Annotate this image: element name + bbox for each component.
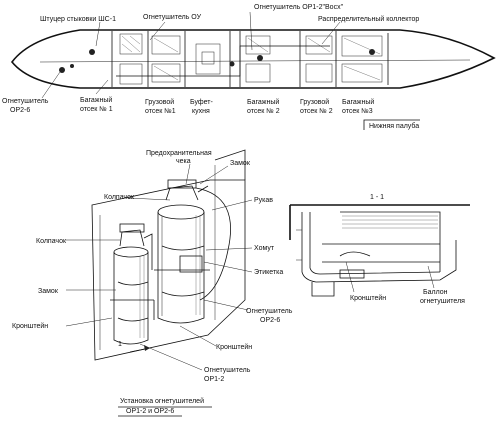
svg-text:Огнетушитель: Огнетушитель [2, 98, 49, 105]
installation-view [65, 149, 253, 371]
label-bracket-left: Кронштейн [12, 322, 48, 330]
fuselage-plan [10, 11, 496, 99]
label-buffet: Буфет- кухня [190, 99, 213, 115]
svg-text:кухня: кухня [192, 108, 210, 115]
label-cargo-2: Грузовой отсек № 2 [300, 98, 333, 115]
label-distribution-collector: Распределительный коллектор [318, 15, 419, 23]
svg-text:Баллон: Баллон [423, 289, 448, 296]
svg-text:ОР2-6: ОР2-6 [260, 317, 280, 324]
label-extinguisher-op1-2-bottom: Огнетушитель ОР1-2 [204, 367, 251, 383]
svg-text:ОР1-2 и ОР2-6: ОР1-2 и ОР2-6 [126, 408, 174, 415]
extinguisher-markers [59, 49, 375, 73]
svg-text:отсек № 2: отсек № 2 [300, 108, 333, 115]
collector-pipe [116, 45, 330, 77]
label-lock-left: Замок [38, 288, 59, 295]
svg-text:отсек № 1: отсек № 1 [80, 106, 113, 113]
svg-text:огнетушителя: огнетушителя [420, 298, 465, 305]
label-lock-top: Замок [230, 160, 251, 167]
label-extinguisher-op2-6-bottom: Огнетушитель ОР2-6 [246, 308, 293, 324]
label-tag: Этикетка [254, 269, 283, 276]
label-extinguisher-op1-2: Огнетушитель ОР1-2"Восх" [254, 4, 344, 11]
section-bracket [311, 282, 335, 297]
svg-text:Огнетушитель: Огнетушитель [204, 367, 251, 374]
svg-text:Огнетушитель: Огнетушитель [246, 308, 293, 315]
label-handle: Рукав [254, 197, 273, 204]
svg-text:Багажный: Багажный [342, 98, 374, 106]
svg-text:отсек №3: отсек №3 [342, 108, 373, 115]
label-arrow-1: 1 [118, 341, 122, 348]
svg-text:отсек № 2: отсек № 2 [247, 108, 280, 115]
label-safety-cover: Предохранительная чека [146, 150, 212, 165]
label-section-bracket: Кронштейн [350, 294, 386, 302]
label-lower-deck: Нижняя палуба [369, 122, 419, 130]
svg-text:Багажный: Багажный [80, 96, 112, 104]
svg-text:отсек №1: отсек №1 [145, 108, 176, 115]
label-bracket-bottom: Кронштейн [216, 343, 252, 351]
svg-text:Грузовой: Грузовой [300, 98, 329, 106]
svg-text:чека: чека [176, 158, 191, 165]
label-clamp: Хомут [254, 245, 275, 252]
cylinder-op1-2 [113, 223, 153, 345]
section-cylinder [322, 243, 440, 279]
svg-text:ОР1-2: ОР1-2 [204, 376, 224, 383]
label-section-title: 1 - 1 [370, 194, 384, 201]
svg-text:Багажный: Багажный [247, 98, 279, 106]
section-leader-2 [427, 265, 435, 289]
equipment-racks [119, 33, 383, 85]
label-cargo-1: Грузовой отсек №1 [145, 98, 176, 115]
cylinder-op2-6 [157, 179, 209, 324]
label-cap-top: Колпачок [104, 194, 135, 201]
lower-deck-bracket [363, 119, 420, 130]
section-leader-1 [345, 261, 355, 293]
label-baggage-2: Багажный отсек № 2 [247, 98, 280, 115]
install-leaders [65, 163, 253, 371]
label-docking-fitting: Штуцер стыковки ШС-1 [40, 16, 116, 23]
label-extinguisher-op2-6-top: Огнетушитель ОР2-6 [2, 98, 49, 114]
svg-text:Буфет-: Буфет- [190, 99, 213, 106]
hose [195, 187, 231, 301]
svg-text:Грузовой: Грузовой [145, 98, 174, 106]
label-baggage-3: Багажный отсек №3 [342, 98, 374, 115]
bracket-op1-2 [110, 299, 155, 320]
svg-text:Установка огнетушителей: Установка огнетушителей [120, 397, 204, 405]
svg-text:ОР2-6: ОР2-6 [10, 107, 30, 114]
label-baggage-1: Багажный отсек № 1 [80, 96, 113, 113]
top-leaders [41, 11, 341, 99]
label-extinguisher-ou: Огнетушитель ОУ [143, 14, 202, 21]
section-view [289, 204, 470, 297]
label-section-cylinder: Баллон огнетушителя [420, 289, 465, 305]
label-install-caption: Установка огнетушителей ОР1-2 и ОР2-6 [120, 397, 204, 415]
label-cap-left: Колпачок [36, 238, 67, 245]
svg-text:Предохранительная: Предохранительная [146, 150, 212, 157]
